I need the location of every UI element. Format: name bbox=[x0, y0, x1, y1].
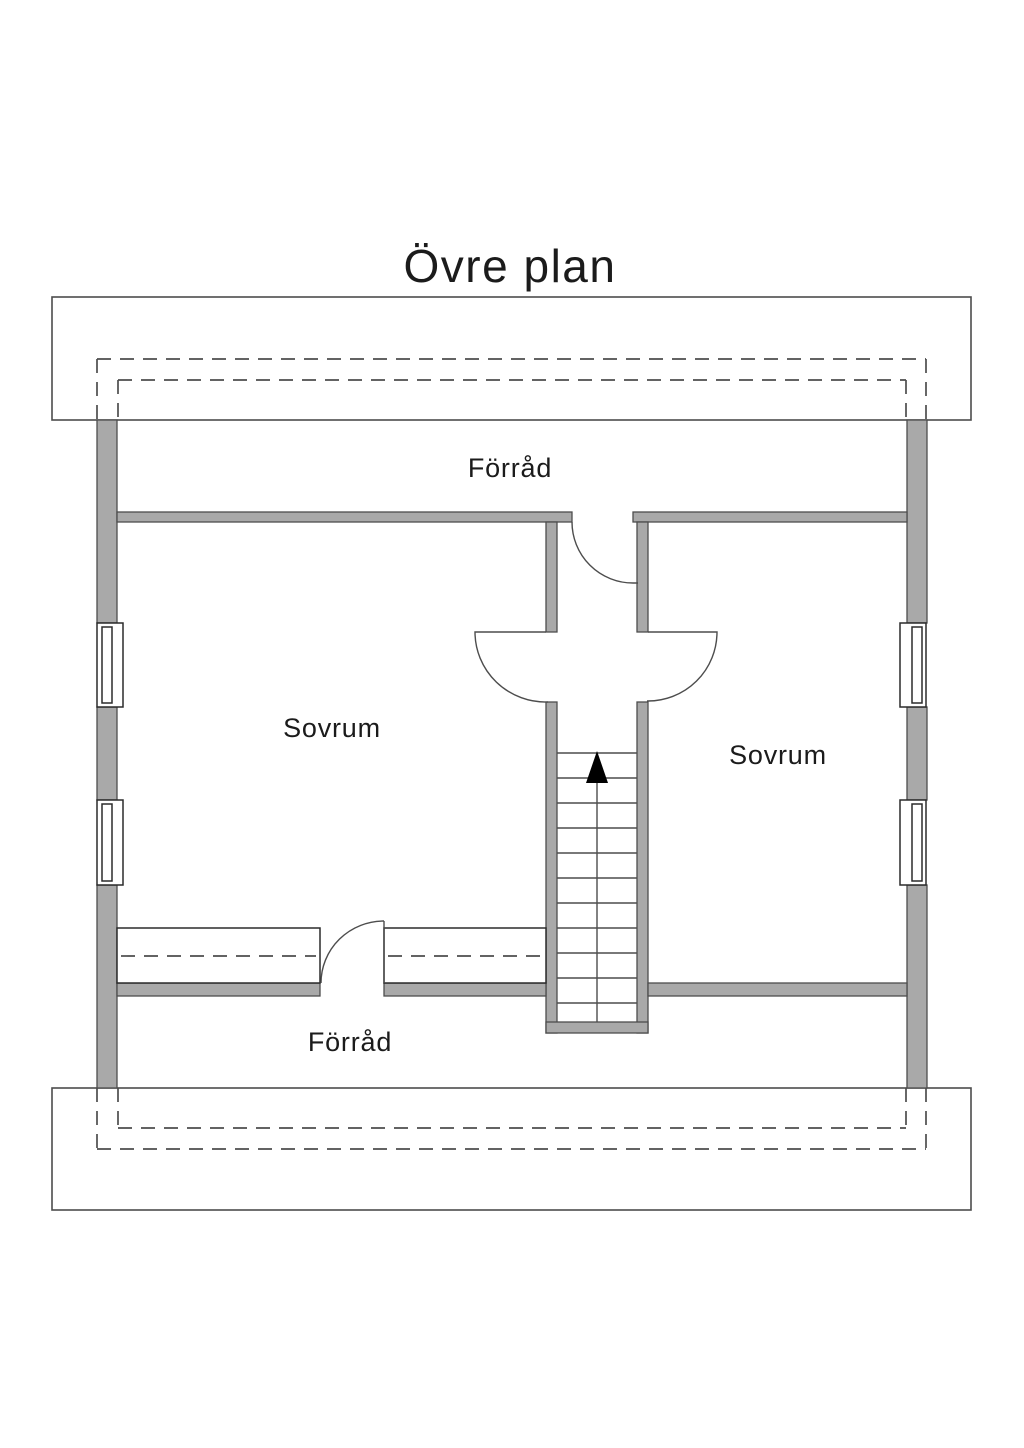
roof-dashed-lines-top bbox=[96, 358, 927, 420]
wall-exterior-left-middle bbox=[96, 706, 118, 801]
wall-top-interior-right bbox=[632, 511, 908, 523]
wall-exterior-left-lower bbox=[96, 884, 118, 1089]
wall-exterior-left-upper bbox=[96, 419, 118, 624]
room-label-storage-bottom: Förråd bbox=[308, 1027, 392, 1057]
roof-dashed-lines-bottom bbox=[96, 1088, 927, 1150]
staircase bbox=[557, 751, 637, 1022]
wall-bottom-left-b bbox=[383, 982, 547, 997]
wall-exterior-right-upper bbox=[906, 419, 928, 624]
window-left-2 bbox=[96, 799, 124, 886]
wall-stairwell-left-upper bbox=[545, 521, 558, 633]
door-landing-right bbox=[646, 631, 718, 702]
wall-stairwell-bottom bbox=[545, 1021, 649, 1034]
room-label-bedroom-right: Sovrum bbox=[729, 740, 827, 770]
doors bbox=[320, 521, 718, 984]
window-left-1 bbox=[96, 622, 124, 708]
walls bbox=[96, 419, 928, 1089]
room-label-bedroom-left: Sovrum bbox=[283, 713, 381, 743]
stair-treads bbox=[557, 752, 637, 1022]
plan-title: Övre plan bbox=[404, 240, 617, 292]
windows bbox=[96, 622, 927, 886]
wall-bottom-right bbox=[647, 982, 908, 997]
door-storage-bottom bbox=[320, 920, 385, 984]
wall-exterior-right-middle bbox=[906, 706, 928, 801]
wall-stairwell-right-upper bbox=[636, 521, 649, 633]
roof-overhang-bottom bbox=[51, 1087, 972, 1211]
roof-overhang-top bbox=[51, 296, 972, 421]
wall-exterior-right-lower bbox=[906, 884, 928, 1089]
wall-stairwell-left-lower bbox=[545, 701, 558, 1034]
storage-band-bottom bbox=[116, 927, 547, 984]
wall-bottom-left-a bbox=[116, 982, 321, 997]
window-right-1 bbox=[899, 622, 927, 708]
wall-top-interior-left bbox=[116, 511, 573, 523]
room-label-storage-top: Förråd bbox=[468, 453, 552, 483]
stairs-direction-arrow-icon bbox=[586, 751, 608, 783]
window-right-2 bbox=[899, 799, 927, 886]
wall-stairwell-right-lower bbox=[636, 701, 649, 1034]
door-storage-top bbox=[571, 521, 638, 584]
door-landing-left bbox=[474, 631, 549, 703]
